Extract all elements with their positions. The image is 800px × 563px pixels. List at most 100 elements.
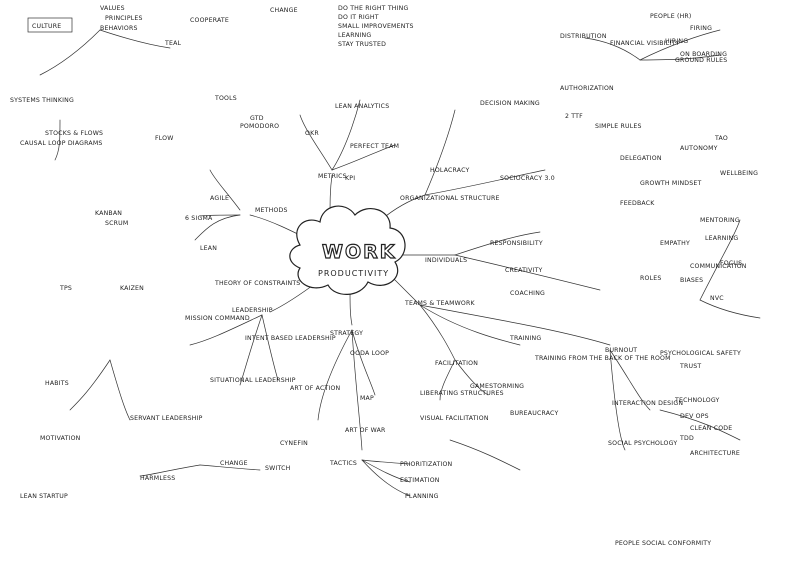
center-node: WORK PRODUCTIVITY — [289, 205, 406, 295]
node-growth: GROWTH MINDSET — [640, 180, 701, 187]
principles-note: DO THE RIGHT THING DO IT RIGHT SMALL IMP… — [338, 5, 414, 48]
node-learning: LEARNING — [705, 235, 738, 242]
node-ooda: OODA LOOP — [350, 350, 389, 357]
center-subtitle: PRODUCTIVITY — [318, 269, 389, 278]
node-perfect: PERFECT TEAM — [350, 143, 399, 150]
node-kpi: KPI — [345, 175, 355, 182]
node-distribution: DISTRIBUTION — [560, 33, 607, 40]
node-autonomy: AUTONOMY — [680, 145, 718, 152]
node-prioritization: PRIORITIZATION — [400, 461, 453, 468]
node-cynefin: CYNEFIN — [280, 440, 308, 447]
node-focus: FOCUS — [720, 260, 742, 267]
node-culture: CULTURE — [32, 23, 61, 30]
node-values: VALUES — [100, 5, 125, 12]
node-artwar: ART OF WAR — [345, 427, 386, 434]
node-burnout: BURNOUT — [605, 347, 637, 354]
node-decision: DECISION MAKING — [480, 100, 540, 107]
node-liberating: LIBERATING STRUCTURES — [420, 390, 504, 397]
note-line: SMALL IMPROVEMENTS — [338, 23, 414, 30]
node-people: PEOPLE (HR) — [650, 13, 692, 20]
node-communication: COMMUNICATION — [690, 263, 747, 270]
node-methods: METHODS — [255, 207, 288, 214]
node-motivation: MOTIVATION — [40, 435, 81, 442]
node-leader: LEADERSHIP — [232, 307, 273, 314]
node-servant: SERVANT LEADERSHIP — [130, 415, 203, 422]
node-authorization: AUTHORIZATION — [560, 85, 614, 92]
node-leanstartup: LEAN STARTUP — [20, 493, 68, 500]
node-flow: FLOW — [155, 135, 174, 142]
node-habits: HABITS — [45, 380, 69, 387]
node-simple: SIMPLE RULES — [595, 123, 642, 130]
node-visual: VISUAL FACILITATION — [420, 415, 489, 422]
note-line: STAY TRUSTED — [338, 41, 386, 48]
node-principles: PRINCIPLES — [105, 15, 143, 22]
node-tps: TPS — [59, 285, 72, 292]
node-agile: AGILE — [210, 195, 229, 202]
node-tactics: TACTICS — [329, 460, 357, 467]
node-strategy: STRATEGY — [330, 330, 363, 337]
node-sixsigma: 6 SIGMA — [185, 215, 213, 222]
node-org: ORGANIZATIONAL STRUCTURE — [400, 195, 500, 202]
node-wellbeing: WELLBEING — [720, 170, 758, 177]
node-onboarding: ON BOARDING — [680, 51, 727, 58]
node-psysafety: PSYCHOLOGICAL SAFETY — [660, 350, 741, 357]
node-situational: SITUATIONAL LEADERSHIP — [210, 377, 296, 384]
center-title: WORK — [322, 241, 396, 263]
node-leanan: LEAN ANALYTICS — [335, 103, 389, 110]
node-okr: OKR — [305, 130, 319, 137]
node-indiv: INDIVIDUALS — [425, 257, 467, 264]
node-ottf: 2 TTF — [565, 113, 583, 120]
node-devops: DEV OPS — [680, 413, 709, 420]
node-scrum: SCRUM — [105, 220, 128, 227]
node-facilitation: FACILITATION — [435, 360, 478, 367]
node-estimation: ESTIMATION — [400, 477, 440, 484]
node-kaizen: KAIZEN — [120, 285, 144, 292]
note-line: DO THE RIGHT THING — [338, 5, 409, 12]
node-responsibility: RESPONSIBILITY — [490, 240, 543, 247]
node-lean: LEAN — [200, 245, 217, 252]
node-socialpsy: SOCIAL PSYCHOLOGY — [608, 440, 677, 447]
node-toc: THEORY OF CONSTRAINTS — [214, 280, 300, 287]
node-cleancode: CLEAN CODE — [690, 425, 732, 432]
node-delegation: DELEGATION — [620, 155, 662, 162]
node-nvc: NVC — [710, 295, 724, 302]
node-tdd: TDD — [679, 435, 694, 442]
node-planning: PLANNING — [405, 493, 439, 500]
node-hiring: HIRING — [665, 38, 688, 45]
node-behaviors: BEHAVIORS — [100, 25, 138, 32]
node-roles: ROLES — [640, 275, 661, 282]
note-line: LEARNING — [338, 32, 371, 39]
node-kanban: KANBAN — [95, 210, 122, 217]
node-holacracy: HOLACRACY — [430, 167, 470, 174]
node-training: TRAINING — [509, 335, 541, 342]
node-creativity: CREATIVITY — [505, 267, 543, 274]
node-gamestorming: GAMESTORMING — [470, 383, 524, 390]
node-architecture: ARCHITECTURE — [690, 450, 740, 457]
note-line: DO IT RIGHT — [338, 14, 379, 21]
node-biases: BIASES — [680, 277, 703, 284]
node-tools: TOOLS — [214, 95, 237, 102]
node-gtd: GTD — [250, 115, 264, 122]
node-stocks: STOCKS & FLOWS — [45, 130, 103, 137]
node-artaction: ART OF ACTION — [290, 385, 341, 392]
node-teal: TEAL — [164, 40, 182, 47]
node-ground: GROUND RULES — [675, 57, 727, 64]
node-tao: TAO — [714, 135, 728, 142]
node-systems: SYSTEMS THINKING — [10, 97, 74, 104]
node-trust: TRUST — [679, 363, 701, 370]
node-peoplepsy: PEOPLE SOCIAL CONFORMITY — [615, 540, 711, 547]
node-financial: FINANCIAL VISIBILITY — [610, 40, 679, 47]
node-harmless: HARMLESS — [140, 475, 175, 482]
node-causal: CAUSAL LOOP DIAGRAMS — [20, 140, 103, 147]
node-teams: TEAMS & TEAMWORK — [404, 300, 475, 307]
mind-map-edges — [39, 29, 761, 497]
node-changelbl: CHANGE — [220, 460, 248, 467]
node-cooperate: COOPERATE — [190, 17, 229, 24]
node-firing: FIRING — [690, 25, 712, 32]
node-technology: TECHNOLOGY — [674, 397, 720, 404]
node-switch: SWITCH — [265, 465, 291, 472]
node-empathy: EMPATHY — [660, 240, 690, 247]
node-intent: INTENT BASED LEADERSHIP — [245, 335, 336, 342]
